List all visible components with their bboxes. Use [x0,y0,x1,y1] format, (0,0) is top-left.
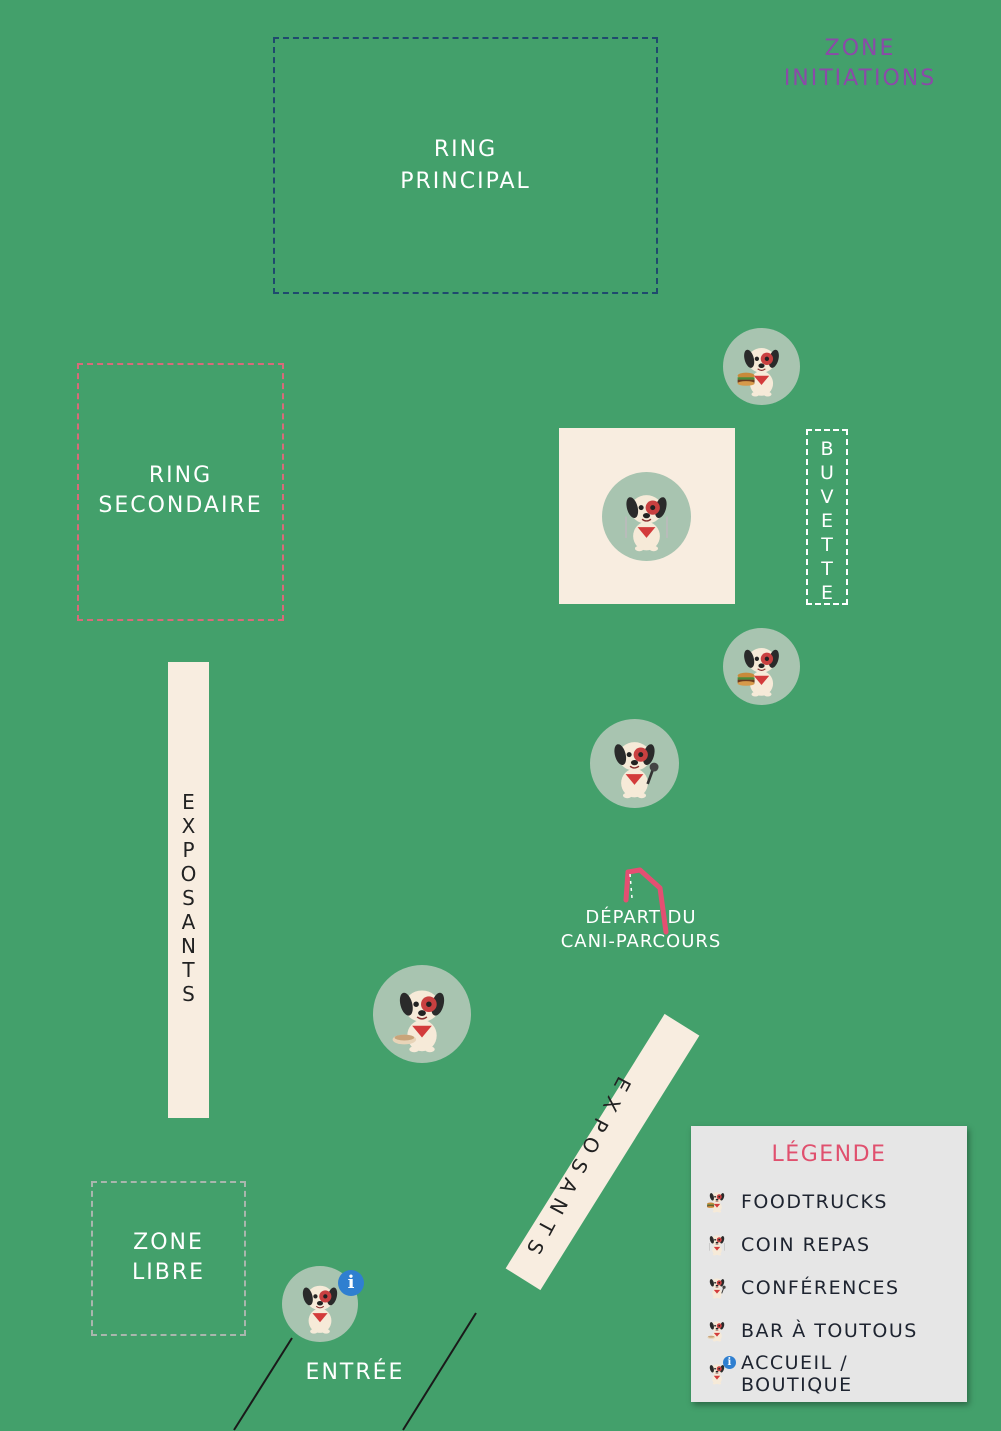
zone-libre-label: ZONE LIBRE [91,1228,246,1288]
exposants-left-letter: T [182,958,195,982]
dog-mascot-icon [737,648,779,697]
zone-initiations-label: ZONE INITIATIONS [770,34,950,94]
dog-mascot-icon [737,348,779,397]
entree-label: ENTRÉE [305,1360,405,1385]
bar-a-toutous-marker[interactable] [373,965,471,1063]
conferences-marker[interactable] [590,719,679,808]
coin-repas-marker[interactable] [602,472,691,561]
exposants-left-letter: N [181,934,196,958]
info-badge-icon: i [338,1270,364,1296]
dog-mascot-icon [709,1234,725,1255]
legend-panel: LÉGENDE FOODTRUCKS COIN REPAS CONFÉRENCES B… [691,1126,967,1402]
legend-item: FOODTRUCKS [701,1180,967,1223]
ring-secondaire-line-2: SECONDAIRE [98,493,263,518]
zone-initiations-line-2: INITIATIONS [783,66,937,91]
dog-mascot-icon [707,1191,725,1212]
buvette-letter: E [820,510,833,532]
exposants-strip-left [168,662,209,1118]
buvette [806,429,848,605]
dog-bowl-icon [701,1313,733,1349]
exposants-left-letter: A [181,910,196,934]
dog-mascot-icon [709,1363,725,1384]
buvette-letter: B [820,438,834,460]
info-badge-icon: i [722,1355,736,1369]
exposants-left-letter: X [181,814,196,838]
dog-mascot-icon [709,1277,726,1298]
legend-title: LÉGENDE [771,1142,887,1167]
buvette-letter: T [821,558,833,580]
legend-item-label: FOODTRUCKS [741,1190,888,1213]
depart-cani-parcours-label: DÉPART DU CANI-PARCOURS [541,906,741,954]
buvette-letter: E [820,582,833,604]
dog-mascot-icon [707,1320,725,1341]
exposants-left-letter: S [182,886,195,910]
legend-list: FOODTRUCKS COIN REPAS CONFÉRENCES BAR À TOU… [691,1180,967,1396]
legend-item-label: CONFÉRENCES [741,1276,900,1299]
entrance-line-right [402,1312,477,1431]
ring-secondaire-label: RING SECONDAIRE [77,461,284,521]
legend-item: COIN REPAS [701,1223,967,1266]
cani-parcours-marker [623,867,669,935]
legend-item-label: COIN REPAS [741,1233,871,1256]
dog-mascot-icon [302,1285,338,1334]
ring-secondaire-line-1: RING [148,463,213,488]
exposants-left-letter: P [182,838,195,862]
buvette-letter: U [820,462,834,484]
dog-mascot-icon [625,495,668,552]
dog-fork-icon [701,1227,733,1263]
exposants-left-letter: E [182,790,195,814]
depart-line-1: DÉPART DU [585,907,697,928]
dog-burger-icon [701,1184,733,1220]
foodtruck-marker-bottom[interactable] [723,628,800,705]
zone-libre [91,1181,246,1336]
exposants-left-letter: O [180,862,197,886]
zone-libre-line-2: LIBRE [131,1260,206,1285]
dog-mascot-icon [392,990,445,1053]
legend-item-label: ACCUEIL / BOUTIQUE [740,1351,853,1396]
dog-microphone-icon [701,1270,733,1306]
exposants-left-letter: S [182,982,195,1006]
zone-initiations-line-1: ZONE [824,36,896,61]
legend-item-label: BAR À TOUTOUS [741,1319,918,1342]
ring-principal-label: RING PRINCIPAL [273,134,658,198]
foodtruck-marker-top[interactable] [723,328,800,405]
ring-principal [273,37,658,294]
legend-item: i ACCUEIL / BOUTIQUE [701,1351,967,1396]
dog-info-icon: i [701,1355,736,1392]
accueil-boutique-marker[interactable]: i [282,1266,364,1342]
ring-secondaire [77,363,284,621]
legend-item: CONFÉRENCES [701,1266,967,1309]
buvette-letter: T [821,534,833,556]
dog-mascot-icon [614,742,659,799]
buvette-letter: V [820,486,834,508]
ring-principal-line-1: RING [433,137,498,162]
zone-libre-line-1: ZONE [133,1230,204,1255]
depart-line-2: CANI-PARCOURS [560,931,722,952]
entrance-line-left [233,1337,293,1431]
legend-item: BAR À TOUTOUS [701,1309,967,1352]
ring-principal-line-2: PRINCIPAL [400,169,531,194]
